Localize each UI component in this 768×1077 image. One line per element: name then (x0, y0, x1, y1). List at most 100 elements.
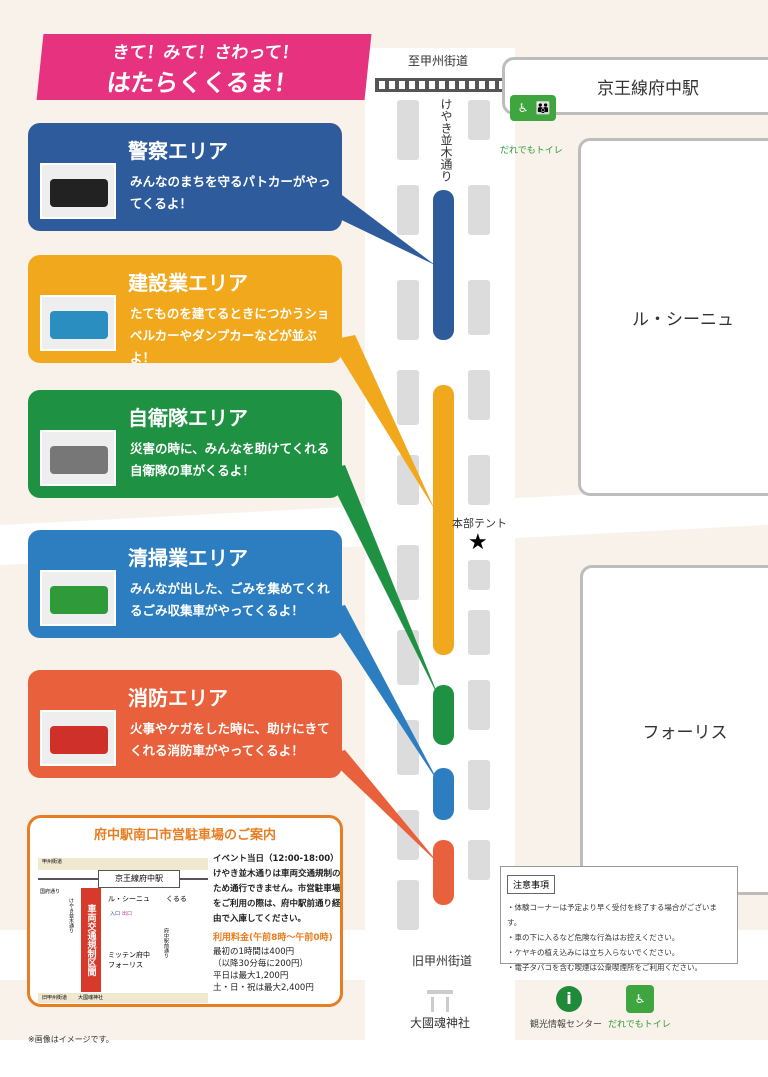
road-label-keyaki: けやき並木通り (439, 98, 453, 182)
sdf-pointer (325, 465, 440, 700)
forus-label: フォーリス (642, 722, 728, 743)
mini-restricted-zone: 車両交通規制区間 (81, 888, 101, 992)
toilet-label-top: だれでもトイレ (500, 146, 563, 156)
vehicle-photo (40, 163, 116, 219)
keyaki-planter (397, 185, 419, 235)
mini-keyaki: けやき並木通り (68, 898, 74, 933)
note-item: ・電子タバコを含む喫煙は公衆喫煙所をご利用ください。 (507, 963, 702, 972)
family-icon: 👪 (530, 95, 556, 121)
keyaki-planter (397, 280, 419, 340)
mini-kokuryo: 国府通り (40, 889, 61, 895)
cleaning-pointer (325, 605, 440, 785)
area-title: 建設業エリア (128, 271, 248, 295)
hq-tent-label: 本部テント (452, 517, 507, 530)
fire-pointer (325, 750, 440, 865)
star-icon: ★ (468, 530, 488, 555)
area-card: 清掃業エリアみんなが出した、ごみを集めてくれるごみ収集車がやってくるよ！ (28, 530, 342, 638)
parking-fee-line: 最初の1時間は400円 (213, 947, 295, 957)
info-center-label: 観光情報センター (530, 1020, 603, 1030)
area-description: 火事やケガをした時に、助けにきてくれる消防車がやってくるよ！ (130, 721, 330, 758)
parking-info-box: 府中駅南口市営駐車場のご案内 甲州街道 旧甲州街道 大國魂神社 国府通り けやき… (27, 815, 343, 1007)
parking-fee-line: 土・日・祝は最大2,400円 (213, 983, 314, 993)
vehicle-photo (40, 570, 116, 626)
notes-box: 注意事項 ・体験コーナーは予定より早く受付を終了する場合がございます。・車の下に… (500, 866, 738, 972)
keyaki-planter (468, 840, 490, 880)
shrine-gate-icon (427, 990, 453, 1012)
keyaki-planter (468, 455, 490, 505)
area-title: 消防エリア (128, 686, 228, 710)
parking-title: 府中駅南口市営駐車場のご案内 (93, 828, 276, 843)
area-title: 自衛隊エリア (128, 406, 248, 430)
title-banner: きて！みて！さわって！ はたらくくるま！ (36, 34, 372, 100)
keyaki-planter (468, 560, 490, 590)
road-label-bottom: 旧甲州街道 (412, 954, 473, 968)
mini-kyu-koshu: 旧甲州街道 (42, 995, 68, 1001)
mini-entrance: 入口 (110, 911, 121, 917)
parking-fee-line: 平日は最大1,200円 (213, 971, 289, 981)
keyaki-planter (468, 680, 490, 730)
station-label: 京王線府中駅 (597, 78, 699, 99)
keyaki-planter (468, 610, 490, 655)
le-cinema-building: ル・シーニュ (578, 138, 768, 496)
parking-fee-line: （以降30分毎に200円） (213, 959, 309, 969)
note-item: ・ケヤキの植え込みには立ち入らないでください。 (507, 948, 680, 957)
parking-fee-title: 利用料金(午前8時～午前0時) (213, 933, 333, 943)
keyaki-planter (468, 370, 490, 420)
parking-mini-map: 甲州街道 旧甲州街道 大國魂神社 国府通り けやき並木通り 京王線府中駅 車両交… (38, 848, 210, 1003)
parking-text: イベント当日（12:00-18:00） けやき並木通りは車両交通規制のため通行で… (213, 852, 343, 994)
keyaki-planter (397, 100, 419, 160)
construction-sdf-zone-bar (433, 385, 454, 655)
vehicle-photo (40, 295, 116, 351)
area-card: 建設業エリアたてものを建てるときにつかうショベルカーやダンプカーなどが並ぶよ！ (28, 255, 342, 365)
toilet-icon-bottom: ♿ (626, 985, 654, 1013)
footnote: ※画像はイメージです。 (28, 1035, 114, 1044)
keyaki-planter (468, 100, 490, 140)
parking-info: けやき並木通りは車両交通規制のため通行できません。市営駐車場をご利用の際は、府中… (213, 869, 341, 924)
parking-event-time: イベント当日（12:00-18:00） (213, 854, 339, 864)
mini-mitten: ミッテン府中 (108, 951, 150, 959)
vehicle-photo (40, 430, 116, 486)
area-description: みんなのまちを守るパトカーがやってくるよ！ (130, 174, 331, 211)
banner-line1: きて！みて！さわって！ (111, 43, 300, 63)
keyaki-planter (397, 880, 419, 930)
keyaki-planter (468, 760, 490, 810)
road-label-top: 至甲州街道 (408, 54, 469, 68)
banner-line2: はたらくくるま！ (105, 69, 300, 97)
note-item: ・車の下に入るなど危険な行為はお控えください。 (507, 933, 680, 942)
forus-building: フォーリス (580, 565, 768, 895)
police-zone-bar (433, 190, 454, 340)
vehicle-photo (40, 710, 116, 766)
toilet-label-bottom: だれでもトイレ (608, 1020, 671, 1030)
notes-heading: 注意事項 (507, 875, 556, 894)
construction-pointer (330, 335, 435, 510)
area-card: 自衛隊エリア災害の時に、みんなを助けてくれる自衛隊の車がくるよ！ (28, 390, 342, 498)
mini-koshu: 甲州街道 (42, 859, 63, 865)
mini-forus: フォーリス (108, 961, 143, 969)
area-title: 清掃業エリア (128, 546, 248, 570)
keyaki-planter (397, 370, 419, 425)
railway (375, 78, 510, 92)
fire-zone-bar (433, 840, 454, 905)
mini-station: 京王線府中駅 (98, 870, 180, 888)
keyaki-planter (468, 280, 490, 335)
mini-shrine: 大國魂神社 (78, 995, 104, 1001)
area-description: 災害の時に、みんなを助けてくれる自衛隊の車がくるよ！ (130, 441, 330, 478)
area-description: みんなが出した、ごみを集めてくれるごみ収集車がやってくるよ！ (130, 581, 330, 618)
area-card: 消防エリア火事やケガをした時に、助けにきてくれる消防車がやってくるよ！ (28, 670, 342, 778)
area-description: たてものを建てるときにつかうショベルカーやダンプカーなどが並ぶよ！ (130, 306, 330, 365)
shrine-label: 大國魂神社 (410, 1016, 471, 1030)
keyaki-planter (397, 545, 419, 600)
mini-le-cinema: ル・シーニュ (108, 895, 150, 903)
note-item: ・体験コーナーは予定より早く受付を終了する場合がございます。 (507, 903, 717, 927)
mini-ekimae: 府中駅前通り (163, 928, 169, 958)
cleaning-zone-bar-2 (433, 768, 454, 820)
area-title: 警察エリア (128, 139, 228, 163)
keyaki-planter (468, 185, 490, 235)
cleaning-zone-bar (433, 685, 454, 745)
mini-kururu: くるる (166, 895, 187, 903)
keyaki-planter (397, 720, 419, 775)
mini-exit: 出口 (122, 911, 133, 917)
info-icon: i (556, 986, 582, 1012)
le-cinema-label: ル・シーニュ (632, 309, 734, 330)
